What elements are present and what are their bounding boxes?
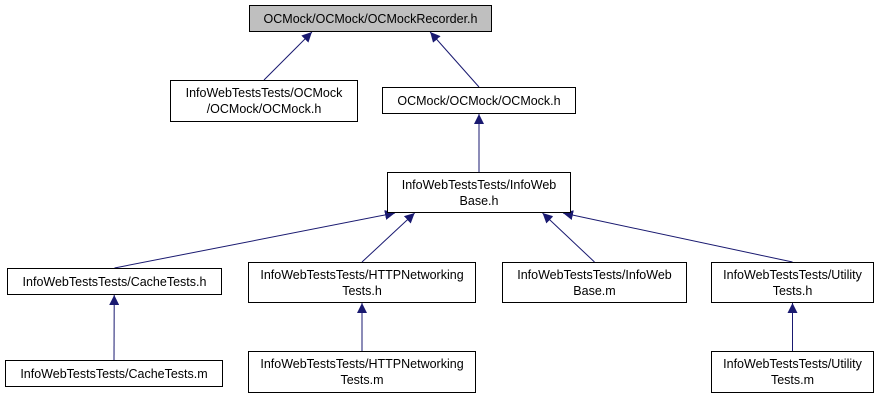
node-ocmock-h[interactable]: OCMock/OCMock/OCMock.h <box>382 87 576 114</box>
node-label-line: InfoWebTestsTests/Utility <box>723 357 862 371</box>
node-label-line: Tests.m <box>340 373 384 387</box>
node-label-line: InfoWebTestsTests/InfoWeb <box>517 267 672 282</box>
node-ocmock-recorder-h: OCMock/OCMock/OCMockRecorder.h <box>249 5 492 32</box>
node-utilitytests-h[interactable]: InfoWebTestsTests/Utility Tests.h <box>711 262 874 303</box>
edge-util_h-to-base_h <box>562 210 793 263</box>
node-httpnetworkingtests-m[interactable]: InfoWebTestsTests/HTTPNetworking Tests.m <box>248 351 476 393</box>
node-utilitytests-m[interactable]: InfoWebTestsTests/Utility Tests.m <box>711 351 874 393</box>
node-httpnetworkingtests-h[interactable]: InfoWebTestsTests/HTTPNetworking Tests.h <box>248 262 476 303</box>
node-label-line: OCMock/OCMock/OCMock.h <box>397 93 561 108</box>
edge-iwt_ocmock-to-recorder <box>263 31 313 81</box>
node-infowebteststests-ocmock-h[interactable]: InfoWebTestsTests/OCMock /OCMock/OCMock.… <box>170 80 358 122</box>
node-label-line: Tests.h <box>342 283 382 298</box>
edge-ocmock-to-recorder <box>429 31 480 88</box>
edge-cache_h-to-base_h <box>114 210 396 269</box>
node-label-line: InfoWebTestsTests/Utility <box>723 267 862 282</box>
node-label-line: InfoWebTestsTests/HTTPNetworking <box>260 267 464 282</box>
node-cachetests-h[interactable]: InfoWebTestsTests/CacheTests.h <box>7 268 222 295</box>
node-cachetests-m[interactable]: InfoWebTestsTests/CacheTests.m <box>5 360 223 387</box>
node-label-line: Base.h <box>459 193 499 208</box>
node-label-line: InfoWebTestsTests/InfoWeb <box>401 177 557 192</box>
node-label-line: OCMock/OCMock/OCMockRecorder.h <box>263 11 478 26</box>
node-label-line: /OCMock/OCMock.h <box>206 102 322 116</box>
node-label-line: Tests.m <box>770 373 815 387</box>
node-label-line: InfoWebTestsTests/CacheTests.m <box>20 366 208 381</box>
node-label-line: Tests.h <box>772 283 813 298</box>
node-label-line: InfoWebTestsTests/HTTPNetworking <box>260 357 464 371</box>
edge-http_h-to-base_h <box>361 212 415 263</box>
edge-base_m-to-base_h <box>542 212 595 263</box>
node-infowebbase-m[interactable]: InfoWebTestsTests/InfoWeb Base.m <box>502 262 687 303</box>
node-label-line: InfoWebTestsTests/CacheTests.h <box>22 274 207 289</box>
node-infowebbase-h[interactable]: InfoWebTestsTests/InfoWeb Base.h <box>387 172 571 213</box>
node-label-line: InfoWebTestsTests/OCMock <box>185 86 343 100</box>
node-label-line: Base.m <box>573 283 616 298</box>
